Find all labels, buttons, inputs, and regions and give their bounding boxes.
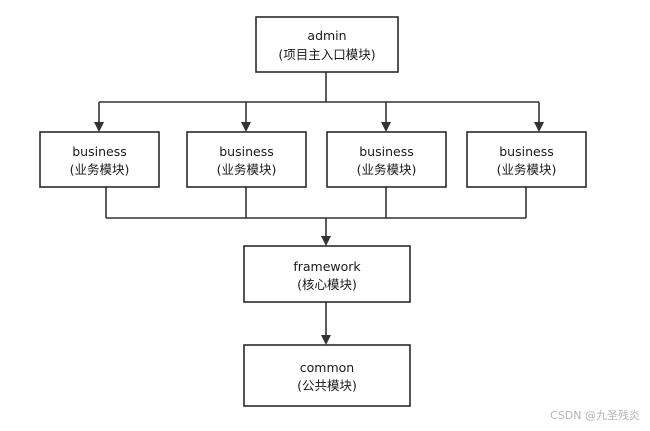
arrowhead-framework — [321, 236, 331, 246]
node-framework-title: framework — [293, 259, 361, 274]
node-business-3-box — [326, 131, 447, 188]
node-admin: admin (项目主入口模块) — [255, 16, 399, 73]
edges-layer — [94, 72, 544, 345]
node-business-4-subtitle: (业务模块) — [497, 162, 557, 177]
node-admin-subtitle: (项目主入口模块) — [278, 47, 375, 62]
node-business-2-title: business — [219, 144, 273, 159]
node-common-title: common — [300, 360, 354, 375]
node-common-box — [243, 344, 411, 407]
arrowhead-business-1 — [94, 122, 104, 132]
node-business-1: business (业务模块) — [39, 131, 160, 188]
node-business-1-subtitle: (业务模块) — [70, 162, 130, 177]
node-business-1-box — [39, 131, 160, 188]
arrowhead-business-4 — [534, 122, 544, 132]
node-common: common (公共模块) — [243, 344, 411, 407]
node-business-2-subtitle: (业务模块) — [217, 162, 277, 177]
node-admin-title: admin — [307, 28, 346, 43]
node-framework-box — [243, 245, 411, 303]
watermark: CSDN @九圣残炎 — [550, 409, 640, 422]
arrowhead-business-2 — [241, 122, 251, 132]
node-business-1-title: business — [72, 144, 126, 159]
node-business-4-title: business — [499, 144, 553, 159]
node-business-4-box — [466, 131, 587, 188]
node-business-2: business (业务模块) — [186, 131, 307, 188]
node-business-3-subtitle: (业务模块) — [357, 162, 417, 177]
node-business-3: business (业务模块) — [326, 131, 447, 188]
node-business-4: business (业务模块) — [466, 131, 587, 188]
node-framework: framework (核心模块) — [243, 245, 411, 303]
nodes-layer: admin (项目主入口模块) business (业务模块) business… — [39, 16, 587, 407]
node-common-subtitle: (公共模块) — [297, 378, 357, 393]
node-business-2-box — [186, 131, 307, 188]
arrowhead-business-3 — [381, 122, 391, 132]
node-framework-subtitle: (核心模块) — [297, 277, 357, 292]
arrowhead-common — [321, 335, 331, 345]
node-admin-box — [255, 16, 399, 73]
node-business-3-title: business — [359, 144, 413, 159]
